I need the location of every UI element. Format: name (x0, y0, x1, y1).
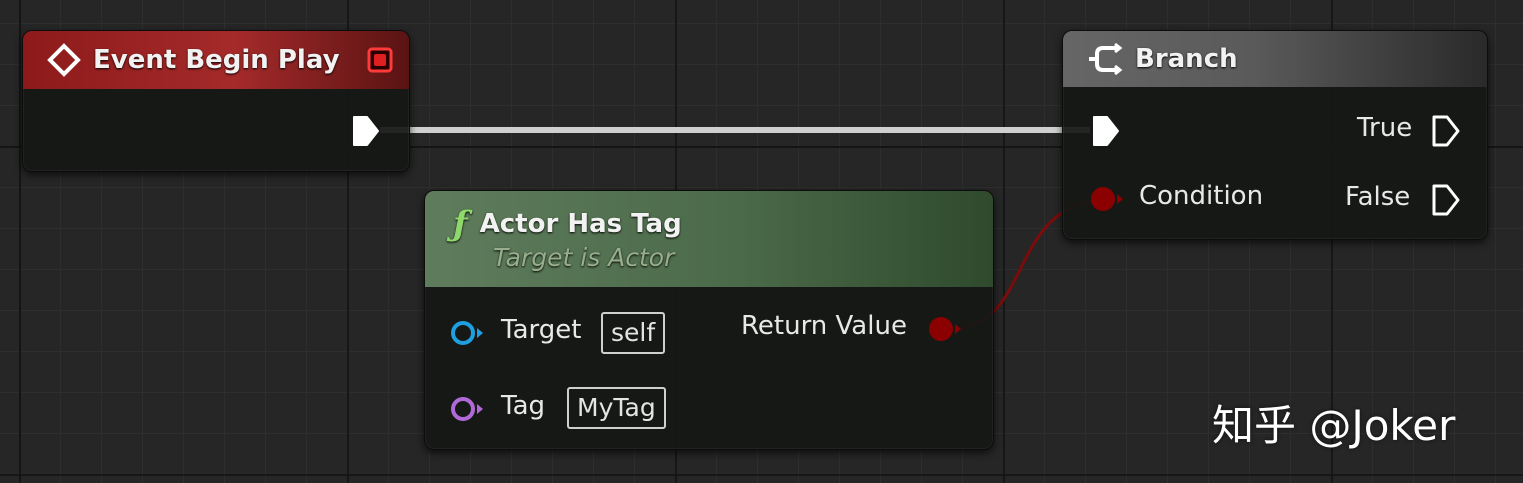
actor-has-tag-title: Actor Has Tag (479, 208, 682, 239)
return-value-pin[interactable] (927, 314, 965, 344)
true-exec-pin[interactable] (1431, 114, 1461, 148)
exec-out-pin[interactable] (351, 114, 381, 148)
event-begin-play-title: Event Begin Play (93, 45, 340, 75)
function-icon: ƒ (453, 203, 468, 244)
tag-value-field[interactable]: MyTag (567, 387, 666, 429)
branch-title: Branch (1135, 44, 1238, 74)
tag-pin[interactable] (449, 394, 487, 424)
true-label: True (1357, 113, 1413, 143)
branch-node[interactable]: Branch Condition True False (1062, 30, 1488, 240)
target-value-field[interactable]: self (601, 312, 666, 354)
actor-has-tag-subtitle: Target is Actor (493, 242, 675, 272)
branch-header[interactable]: Branch (1063, 31, 1487, 87)
stop-icon (367, 47, 393, 73)
return-value-label: Return Value (741, 311, 907, 341)
false-exec-pin[interactable] (1431, 183, 1461, 217)
target-pin[interactable] (449, 318, 487, 348)
target-label: Target (501, 315, 582, 345)
condition-label: Condition (1139, 181, 1264, 211)
false-label: False (1345, 182, 1411, 212)
condition-pin[interactable] (1089, 184, 1125, 214)
exec-in-pin[interactable] (1091, 114, 1121, 148)
event-begin-play-header[interactable]: Event Begin Play (23, 31, 409, 89)
watermark: 知乎 @Joker (1212, 401, 1456, 450)
event-begin-play-node[interactable]: Event Begin Play (22, 30, 410, 172)
branch-icon (1089, 42, 1123, 76)
diamond-icon (47, 43, 81, 77)
tag-label: Tag (501, 391, 546, 421)
actor-has-tag-header[interactable]: ƒ Actor Has Tag Target is Actor (425, 191, 993, 287)
actor-has-tag-node[interactable]: ƒ Actor Has Tag Target is Actor Target s… (424, 190, 994, 450)
